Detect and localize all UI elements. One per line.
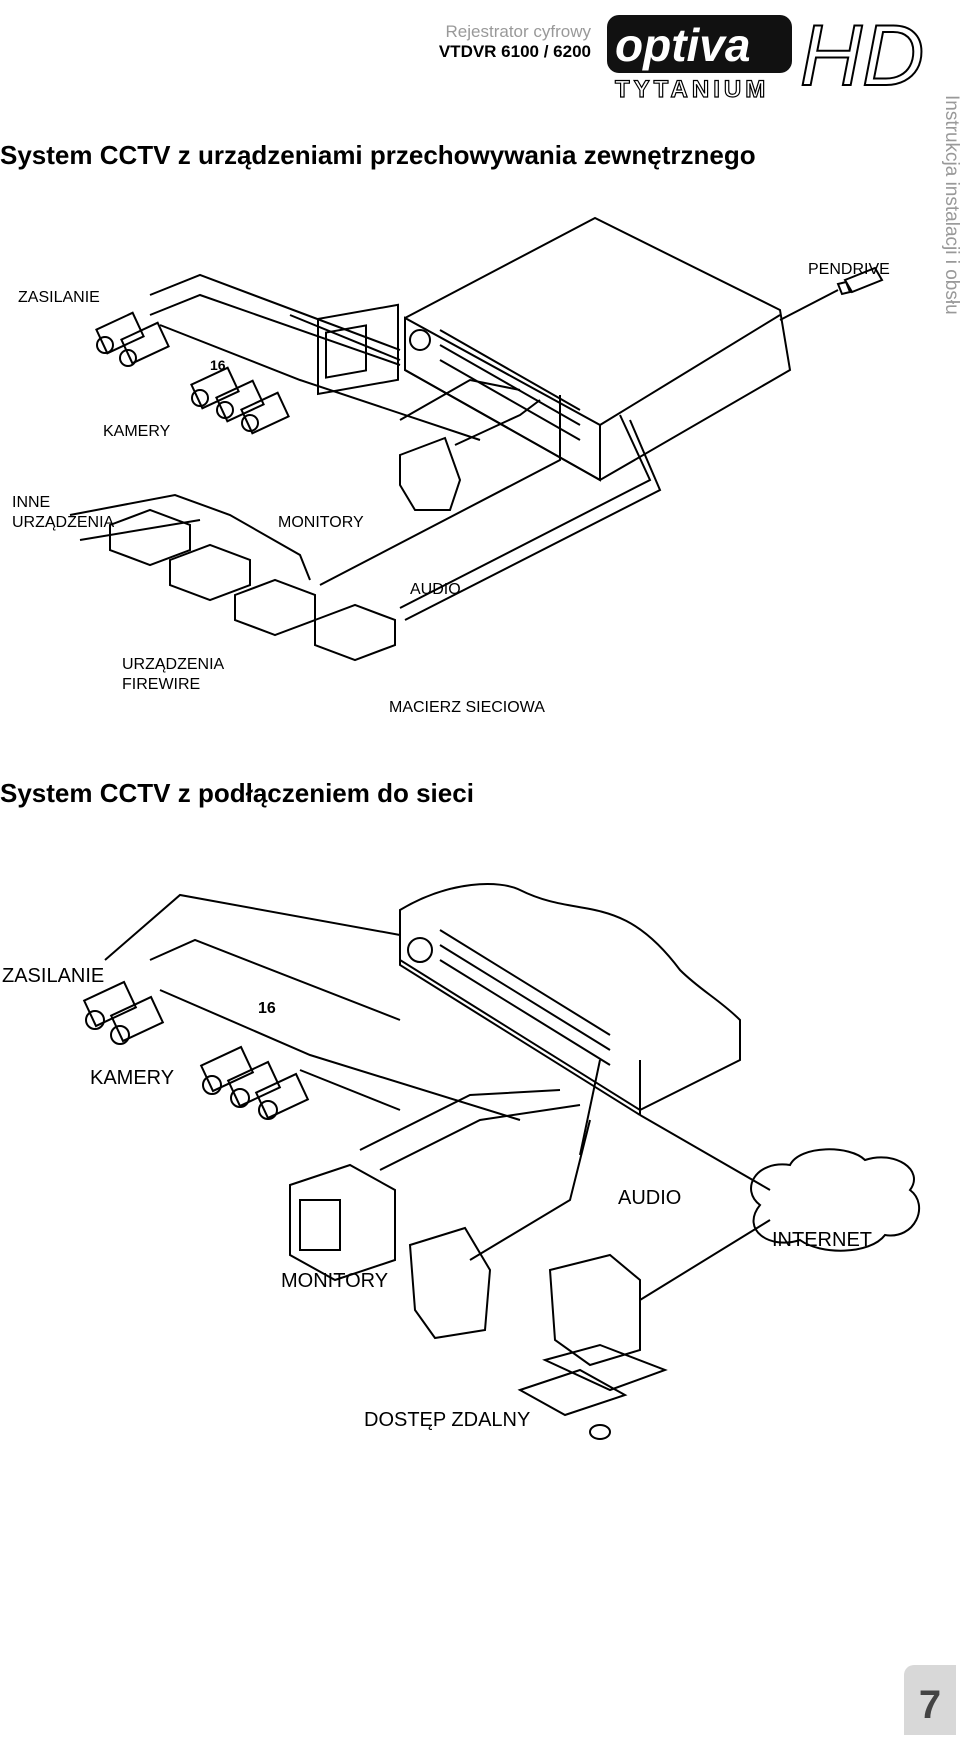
label-zasilanie-2: ZASILANIE [2,965,104,987]
label-firewire-1: URZĄDZENIA [122,656,225,673]
network-storage [314,603,396,662]
diagram-external-storage: ZASILANIE 16 KAMERY INNE URZĄDZENIA MONI… [12,216,890,716]
diagram-network: ZASILANIE 16 KAMERY MONITORY AUDIO INTER… [2,883,921,1440]
pendrive-device [836,266,884,296]
camera-group-2 [190,366,290,435]
label-zasilanie: ZASILANIE [18,289,100,306]
label-audio-2: AUDIO [618,1187,681,1209]
label-inne-1: INNE [12,494,50,511]
header-model: VTDVR 6100 / 6200 [438,42,591,61]
monitor-2 [399,436,462,511]
side-tab: Instrukcja instalacji i obsługi [941,95,960,315]
dvr-connectors [409,329,581,441]
monitor-net-1 [289,1163,396,1282]
internet-cloud [750,1148,921,1252]
label-audio: AUDIO [410,581,461,598]
svg-text:optiva: optiva [615,19,750,71]
brand-logo: optiva TYTANIUM HD [607,7,925,101]
label-internet: INTERNET [772,1229,872,1251]
svg-text:HD: HD [800,8,924,101]
label-16-2: 16 [258,1000,276,1017]
label-16: 16 [210,357,226,373]
label-monitory-2: MONITORY [281,1270,388,1292]
monitor-net-2 [408,1226,492,1340]
label-pendrive: PENDRIVE [808,261,890,278]
section1-title: System CCTV z urządzeniami przechowywani… [0,140,756,170]
label-monitory: MONITORY [278,514,364,531]
label-kamery: KAMERY [103,423,171,440]
camera-group-net-2 [199,1045,310,1120]
label-inne-2: URZĄDZENIA [12,514,115,531]
remote-pc [517,1253,668,1440]
svg-text:TYTANIUM: TYTANIUM [615,76,769,101]
label-macierz: MACIERZ SIECIOWA [389,699,545,716]
label-dostep-zdalny: DOSTĘP ZDALNY [364,1409,530,1431]
section2-title: System CCTV z podłączeniem do sieci [0,778,474,808]
label-kamery-2: KAMERY [90,1067,174,1089]
monitor-1 [317,303,399,396]
label-firewire-2: FIREWIRE [122,676,200,693]
camera-group-1 [95,311,170,367]
page-number: 7 [904,1665,956,1735]
header-subtitle: Rejestrator cyfrowy [445,22,591,41]
camera-group-net-1 [82,980,165,1045]
dvr-unit-2 [399,883,741,1112]
